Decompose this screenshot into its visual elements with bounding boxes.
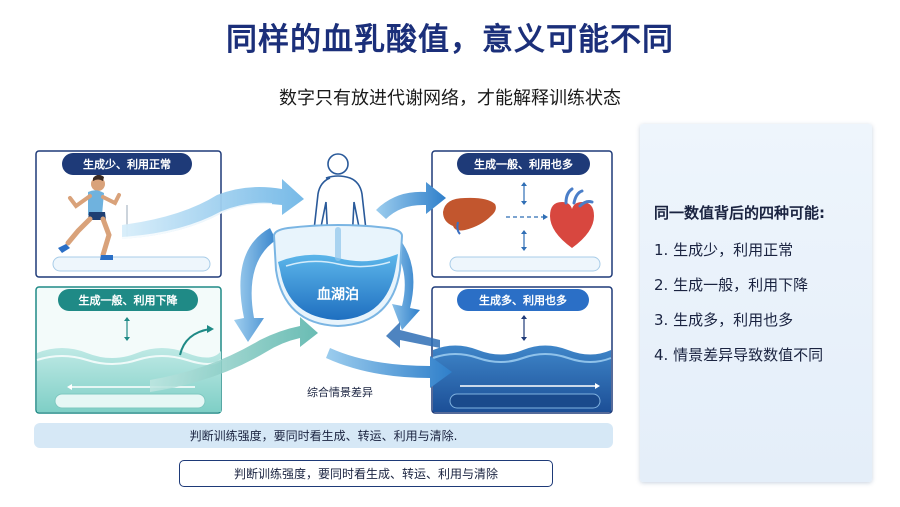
panel-top-left (35, 150, 222, 278)
flow-arrows (121, 179, 452, 392)
label-bg-top-left (62, 153, 192, 175)
note-box: 判断训练强度，要同时看生成、转运、利用与清除 (179, 460, 553, 487)
page-title: 同样的血乳酸值，意义可能不同 (226, 22, 674, 58)
runner-icon (58, 174, 121, 260)
panel-top-right (431, 150, 613, 278)
liver-icon (443, 197, 496, 231)
note-bar: 判断训练强度，要同时看生成、转运、利用与清除. (34, 423, 613, 448)
label-bg-top-right (457, 153, 590, 175)
possibilities-panel: 同一数值背后的四种可能: 1. 生成少，利用正常 2. 生成一般，利用下降 3.… (640, 124, 872, 482)
possibility-item: 1. 生成少，利用正常 (654, 241, 794, 259)
page-subtitle: 数字只有放进代谢网络，才能解释训练状态 (279, 88, 621, 109)
possibility-item: 2. 生成一般，利用下降 (654, 276, 809, 294)
label-bottom-right: 生成多、利用也多 (479, 294, 567, 307)
heart-icon (550, 187, 594, 248)
panel-bottom-right (431, 286, 613, 414)
label-top-left: 生成少、利用正常 (83, 158, 171, 171)
possibilities-heading: 同一数值背后的四种可能: (654, 204, 825, 222)
label-top-right: 生成一般、利用也多 (474, 158, 573, 171)
possibility-item: 4. 情景差异导致数值不同 (654, 346, 824, 364)
diagram-caption: 综合情景差异 (307, 386, 373, 399)
lake-label: 血湖泊 (317, 287, 359, 303)
label-bg-bottom-right (457, 289, 589, 311)
possibility-item: 3. 生成多，利用也多 (654, 311, 794, 329)
blood-lake (272, 224, 404, 328)
label-bg-bottom-left (58, 289, 198, 311)
label-bottom-left: 生成一般、利用下降 (78, 294, 178, 307)
